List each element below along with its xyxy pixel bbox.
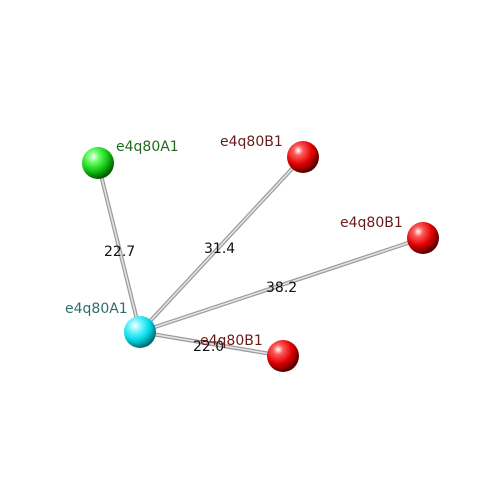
node-green-sphere	[82, 147, 114, 179]
edge-center-red-bottom	[138, 330, 285, 358]
node-center-label: e4q80A1	[65, 301, 128, 317]
node-red-top-label: e4q80B1	[220, 134, 283, 150]
distance-label-center-red-right: 38.2	[266, 280, 297, 296]
node-red-right-sphere	[407, 222, 439, 254]
node-red-bottom-sphere	[267, 340, 299, 372]
node-green-label: e4q80A1	[116, 139, 179, 155]
node-red-bottom-label: e4q80B1	[200, 333, 263, 349]
edge-center-green	[96, 161, 142, 334]
distance-label-center-red-top: 31.4	[204, 241, 235, 257]
distance-label-center-green: 22.7	[104, 244, 135, 260]
distance-label-center-red-bottom: 22.0	[193, 339, 224, 355]
edge-center-red-right	[138, 236, 425, 334]
edge-center-red-top	[138, 155, 305, 334]
node-center-sphere	[124, 316, 156, 348]
node-red-top-sphere	[287, 141, 319, 173]
node-red-right-label: e4q80B1	[340, 215, 403, 231]
